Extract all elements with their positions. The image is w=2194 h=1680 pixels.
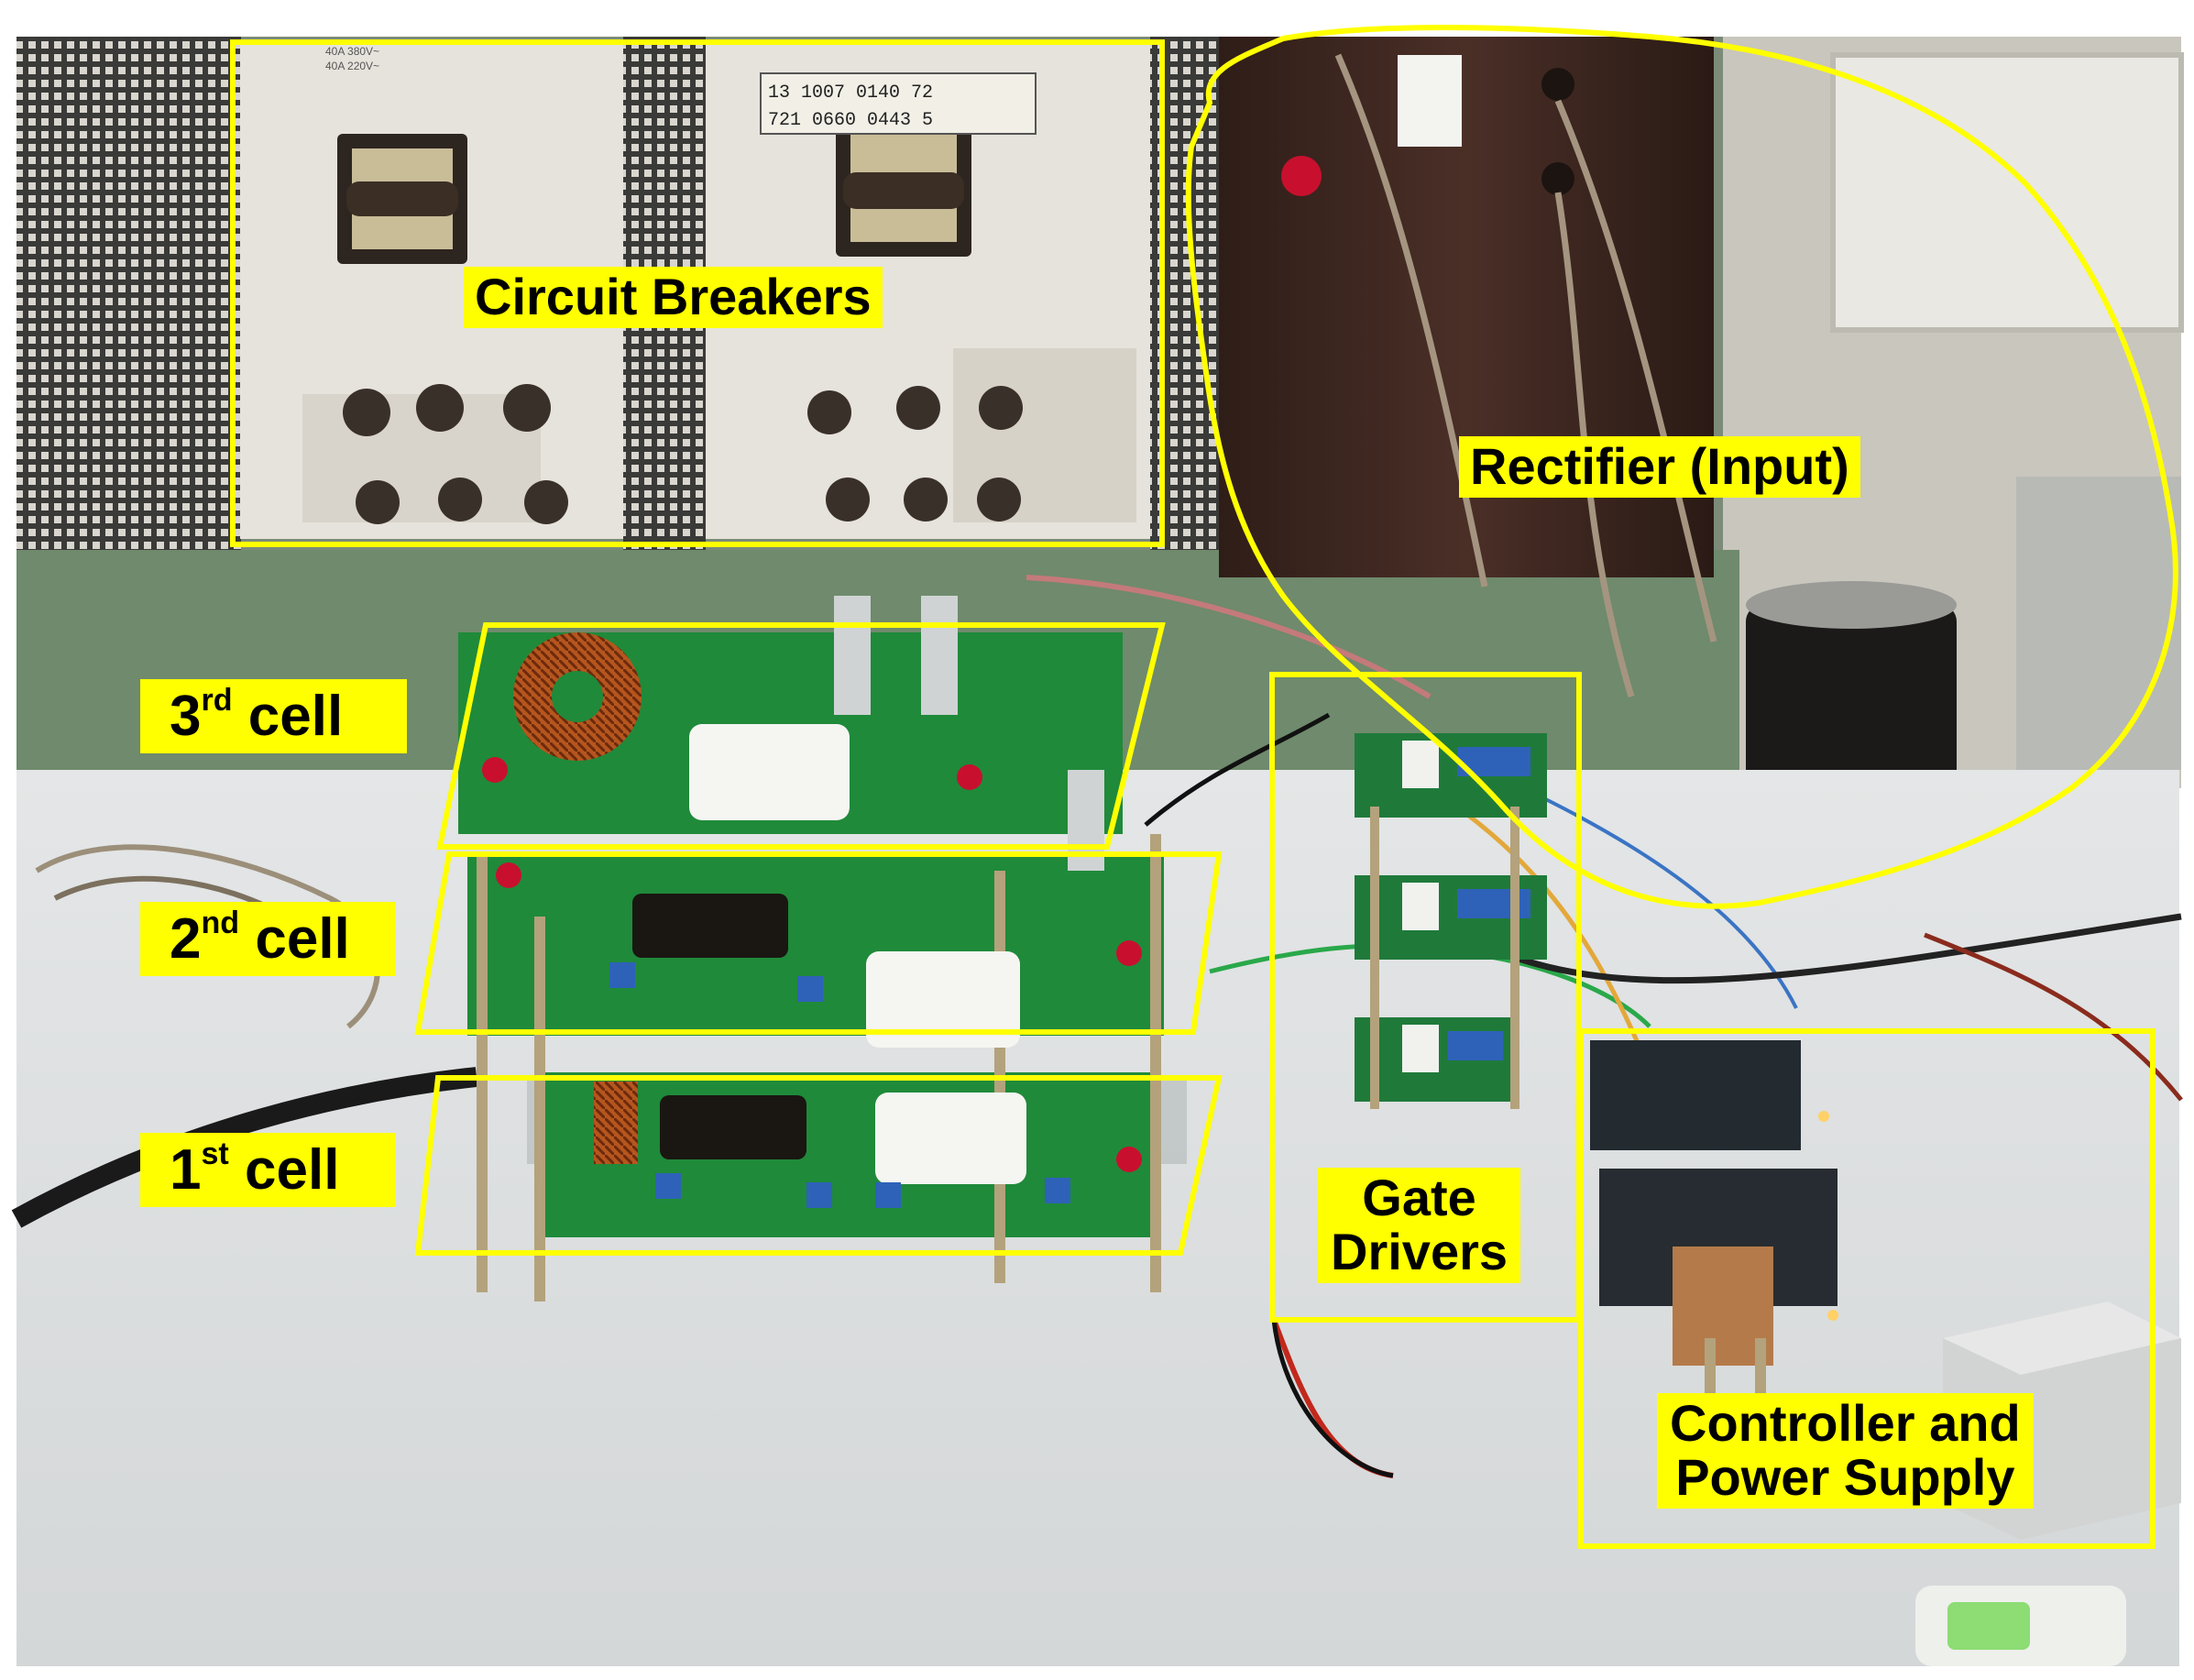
cell-1-outline <box>414 1075 1223 1256</box>
rotary-switch-right <box>836 119 971 257</box>
label-1st-cell-suffix: st <box>201 1136 229 1172</box>
rectifier-terminal-1 <box>1541 68 1574 101</box>
gate-drivers-outline <box>1269 672 1582 1323</box>
cell-stack <box>458 596 1187 1301</box>
label-rectifier: Rectifier (Input) <box>1459 436 1860 498</box>
panel-label-line2: 721 0660 0443 5 <box>768 110 933 131</box>
label-2nd-cell-suffix: nd <box>201 906 240 941</box>
label-3rd-cell-number: 3 <box>170 685 202 748</box>
label-controller-line1: Controller and <box>1670 1394 2021 1452</box>
label-3rd-cell-suffix: rd <box>201 683 233 719</box>
label-3rd-cell: 3rd cell <box>140 679 408 754</box>
label-2nd-cell-number: 2 <box>170 907 202 971</box>
panel-label-strip <box>760 72 1037 135</box>
controller-outline <box>1578 1028 2156 1549</box>
label-1st-cell-number: 1 <box>170 1138 202 1202</box>
cell-2-board <box>467 857 1164 1036</box>
label-2nd-cell-word: cell <box>239 907 350 971</box>
label-gate-drivers: Gate Drivers <box>1318 1168 1521 1283</box>
label-controller-power-supply: Controller and Power Supply <box>1657 1393 2034 1509</box>
breaker-terminals <box>343 384 1023 524</box>
label-gate-drivers-line2: Drivers <box>1331 1222 1508 1280</box>
label-circuit-breakers: Circuit Breakers <box>464 267 883 328</box>
cell-2-outline <box>414 851 1223 1035</box>
rectifier-terminal-2 <box>1541 162 1574 195</box>
rectifier-outline <box>1185 25 2178 909</box>
power-strip <box>1915 1586 2126 1666</box>
label-gate-drivers-line1: Gate <box>1362 1169 1476 1226</box>
label-1st-cell-word: cell <box>228 1138 340 1202</box>
circuit-breakers-outline <box>230 39 1165 547</box>
annotation-outlines <box>230 25 2178 1549</box>
rotary-switch-left <box>337 134 467 264</box>
panel-small-text-2: 40A 220V~ <box>325 60 379 72</box>
gate-driver-stack <box>1355 733 1547 1109</box>
window-frame <box>1830 52 2184 333</box>
film-capacitor-3 <box>689 724 850 820</box>
label-controller-line2: Power Supply <box>1675 1447 2015 1506</box>
cell-3-outline <box>436 622 1166 850</box>
film-capacitor-2 <box>866 951 1020 1048</box>
film-capacitor-1 <box>875 1093 1026 1184</box>
panel-label-line1: 13 1007 0140 72 <box>768 82 933 104</box>
cell-1-board <box>541 1072 1159 1237</box>
red-terminal <box>1281 156 1322 196</box>
rectifier-tag <box>1398 55 1462 147</box>
label-3rd-cell-word: cell <box>232 685 344 748</box>
label-2nd-cell: 2nd cell <box>140 902 396 977</box>
mesh-left <box>16 37 241 550</box>
panel-small-text-1: 40A 380V~ <box>325 45 379 58</box>
equipment-right <box>2016 477 2181 770</box>
label-1st-cell: 1st cell <box>140 1133 397 1208</box>
